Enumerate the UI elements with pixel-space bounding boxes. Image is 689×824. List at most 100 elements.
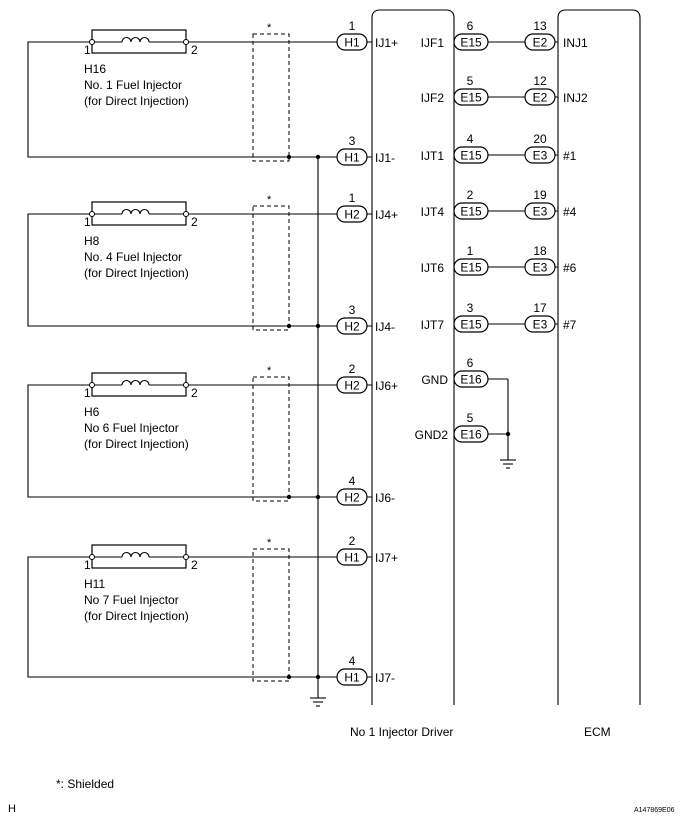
shielded-cable [252,376,290,502]
pin-terminal-icon [89,382,95,388]
driver-terminal-neg: IJ4- [375,320,395,334]
injector-id: H11 [84,577,105,591]
connector-E3: E3 [524,202,556,220]
shield-junction [286,154,292,160]
ecm-label: ECM [584,725,611,739]
connector-E15-label: E15 [460,318,482,332]
shield-junction [286,674,292,680]
ecm-terminal: INJ2 [563,91,588,105]
connector-pin-neg: 4 [349,474,356,488]
injector-id: H8 [84,234,100,248]
connector-E3: E3 [524,315,556,333]
pin-terminal-icon [183,554,189,560]
connector-pin-pos: 1 [349,19,356,33]
pin-terminal-icon [183,382,189,388]
shielded-cable [252,205,290,331]
connector-H1-pos-label: H1 [344,551,360,565]
injector-name: No. 4 Fuel Injector [84,250,182,264]
connector-E15: E15 [453,33,489,51]
ecm-terminal: #7 [563,318,577,332]
injector-subtitle: (for Direct Injection) [84,437,189,451]
ecm-terminal: #1 [563,149,577,163]
driver-terminal: IJT4 [421,205,445,219]
ecm-pin: 20 [533,132,547,146]
injector-return-wire [27,384,372,498]
driver-terminal-pos: IJ7+ [375,551,398,565]
connector-E15: E15 [453,258,489,276]
solenoid-coil-icon [121,36,150,43]
injector-name: No. 1 Fuel Injector [84,78,182,92]
ecm-pin: 13 [533,19,547,33]
connector-E16-label: E16 [460,428,482,442]
injector-name: No 7 Fuel Injector [84,593,179,607]
connector-E2-label: E2 [533,91,548,105]
connector-E3-label: E3 [533,261,548,275]
connector-pin-neg: 4 [349,654,356,668]
illustration-code: A147869E06 [634,807,675,814]
injector-pin-right: 2 [191,215,198,229]
connector-pin-neg: 3 [349,134,356,148]
driver-pin: 5 [467,74,474,88]
connector-E15-label: E15 [460,91,482,105]
injector-name: No 6 Fuel Injector [84,421,179,435]
connector-E15-label: E15 [460,36,482,50]
ground-terminal: GND2 [415,428,449,442]
connector-H1-pos-label: H1 [344,36,360,50]
injector-return-wire [27,41,372,158]
shield-junction [315,323,321,329]
driver-terminal: IJT1 [421,149,445,163]
shielded-cable [252,33,290,162]
connector-pin-neg: 3 [349,303,356,317]
connector-E15: E15 [453,146,489,164]
ecm-terminal: #6 [563,261,577,275]
pin-terminal-icon [89,554,95,560]
solenoid-coil-icon [121,208,150,215]
ecm-box [557,9,641,705]
injector-subtitle: (for Direct Injection) [84,94,189,108]
driver-terminal: IJT7 [421,318,445,332]
connector-E2: E2 [524,33,556,51]
driver-terminal-neg: IJ1- [375,151,395,165]
shield-ground-symbol [310,697,326,707]
shield-junction [315,494,321,500]
injector-subtitle: (for Direct Injection) [84,266,189,280]
connector-E3: E3 [524,146,556,164]
connector-H1-neg-label: H1 [344,671,360,685]
connector-E3-label: E3 [533,149,548,163]
driver-terminal: IJF2 [421,91,445,105]
ground-terminal: GND [421,373,448,387]
pin-terminal-icon [89,39,95,45]
connector-E3: E3 [524,258,556,276]
connector-E15: E15 [453,88,489,106]
connector-E2: E2 [524,88,556,106]
driver-terminal-pos: IJ6+ [375,379,398,393]
ecm-terminal: #4 [563,205,577,219]
shield-junction [315,154,321,160]
ground-junction [505,431,511,437]
connector-E15: E15 [453,202,489,220]
connector-H2-neg: H2 [336,488,368,506]
injector-pin-left: 1 [84,386,91,400]
connector-E16: E16 [453,370,489,388]
solenoid-coil-icon [121,551,150,558]
driver-terminal-neg: IJ6- [375,491,395,505]
driver-terminal-pos: IJ4+ [375,208,398,222]
shield-marker: * [267,537,272,549]
injector-subtitle: (for Direct Injection) [84,609,189,623]
driver-terminal: IJF1 [421,36,445,50]
ecm-pin: 19 [533,188,547,202]
driver-pin: 6 [467,19,474,33]
connector-pin-pos: 1 [349,191,356,205]
connector-pin-pos: 2 [349,534,356,548]
